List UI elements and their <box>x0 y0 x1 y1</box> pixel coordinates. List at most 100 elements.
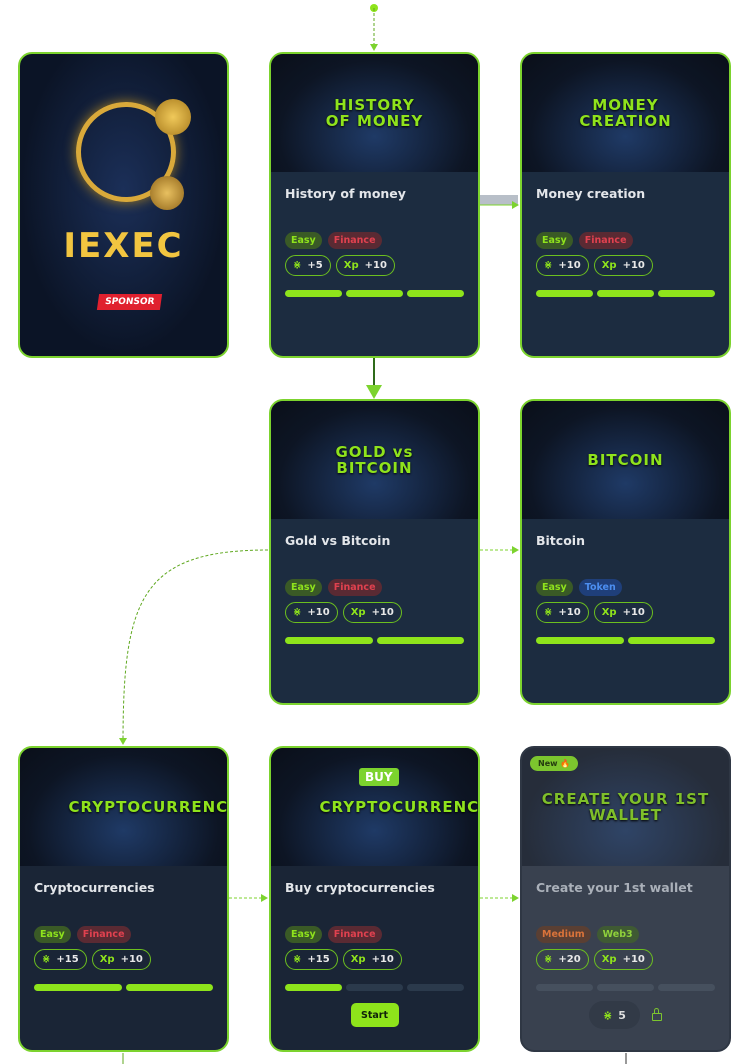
progress-segment <box>536 984 593 991</box>
tags: Medium Web3 <box>536 926 715 943</box>
card-hero-image: BITCOIN <box>522 401 729 519</box>
card-title: Money creation <box>536 186 646 201</box>
token-icon: ⋇ <box>293 607 302 618</box>
xp-label: Xp <box>350 607 366 618</box>
sponsor-badge: SPONSOR <box>96 294 163 310</box>
progress-bar <box>536 290 715 297</box>
progress-bar <box>285 637 464 644</box>
progress-segment <box>536 637 624 644</box>
token-icon: ⋇ <box>293 260 302 271</box>
course-card-cryptocurrencies[interactable]: CRYPTOCURRENCIES Cryptocurrencies EasyFi… <box>18 746 229 1052</box>
progress-segment <box>658 984 715 991</box>
unlock-cost[interactable]: ⋇5 <box>589 1001 640 1029</box>
progress-segment <box>658 290 715 297</box>
tags: Easy Finance <box>536 232 715 249</box>
card-hero-image: CRYPTOCURRENCIES <box>20 748 227 866</box>
hero-title: CREATE YOUR 1ST WALLET <box>541 790 710 824</box>
progress-segment <box>627 637 715 644</box>
progress-segment <box>34 984 122 991</box>
xp-reward: Xp+10 <box>593 949 653 970</box>
tag-finance: Finance <box>327 926 382 943</box>
course-card-buy-cryptocurrencies[interactable]: BUY CRYPTOCURRENCIES Buy cryptocurrencie… <box>269 746 480 1052</box>
tag-finance: Finance <box>327 232 382 249</box>
course-card-money-creation[interactable]: MONEY CREATION Money creation Easy Financ… <box>520 52 731 358</box>
xp-reward: Xp+10 <box>342 949 402 970</box>
lock-icon <box>651 1008 662 1021</box>
tag-token: Token <box>578 579 622 596</box>
tag-medium: Medium <box>536 926 591 943</box>
buy-badge: BUY <box>359 768 399 786</box>
coin-reward: ⋇+5 <box>285 255 331 276</box>
tag-finance: Finance <box>76 926 131 943</box>
tag-web3: Web3 <box>596 926 639 943</box>
xp-label: Xp <box>343 260 359 271</box>
coin-icon <box>155 99 191 135</box>
coin-icon <box>150 176 184 210</box>
tag-easy: Easy <box>285 232 322 249</box>
tag-easy: Easy <box>536 232 573 249</box>
tag-finance: Finance <box>327 579 382 596</box>
xp-label: Xp <box>99 954 115 965</box>
progress-bar <box>536 984 715 991</box>
card-title: Buy cryptocurrencies <box>285 880 435 895</box>
hero-title: BITCOIN <box>587 451 664 469</box>
tag-finance: Finance <box>578 232 633 249</box>
tags: Easy Finance <box>285 926 464 943</box>
xp-reward: Xp+10 <box>593 255 653 276</box>
card-title: Bitcoin <box>536 533 585 548</box>
progress-bar <box>34 984 213 991</box>
progress-segment <box>376 637 464 644</box>
sponsor-name: IEXEC <box>63 226 184 266</box>
card-hero-image: BUY CRYPTOCURRENCIES <box>271 748 478 866</box>
token-icon: ⋇ <box>293 954 302 965</box>
progress-segment <box>285 290 342 297</box>
card-hero-image: HISTORY OF MONEY <box>271 54 478 172</box>
card-title: History of money <box>285 186 406 201</box>
progress-segment <box>346 290 403 297</box>
progress-bar <box>285 984 464 991</box>
token-icon: ⋇ <box>42 954 51 965</box>
token-icon: ⋇ <box>544 954 553 965</box>
progress-segment <box>407 984 464 991</box>
xp-label: Xp <box>350 954 366 965</box>
hero-title: MONEY CREATION <box>579 96 672 130</box>
xp-label: Xp <box>601 954 617 965</box>
hero-title: CRYPTOCURRENCIES <box>68 798 229 816</box>
tags: Easy Finance <box>285 232 464 249</box>
progress-bar <box>285 290 464 297</box>
card-hero-image: MONEY CREATION <box>522 54 729 172</box>
progress-segment <box>125 984 213 991</box>
course-card-history-of-money[interactable]: HISTORY OF MONEY History of money Easy Fi… <box>269 52 480 358</box>
coin-reward: ⋇+15 <box>285 949 338 970</box>
course-card-create-your-1st-wallet[interactable]: New 🔥 CREATE YOUR 1ST WALLET Create your… <box>520 746 731 1052</box>
tags: Easy Finance <box>34 926 213 943</box>
progress-segment <box>597 984 654 991</box>
tag-easy: Easy <box>34 926 71 943</box>
token-icon: ⋇ <box>544 260 553 271</box>
card-title: Gold vs Bitcoin <box>285 533 391 548</box>
progress-segment <box>407 290 464 297</box>
hero-title: GOLD vs BITCOIN <box>335 443 414 477</box>
progress-segment <box>285 984 342 991</box>
xp-label: Xp <box>601 260 617 271</box>
xp-label: Xp <box>601 607 617 618</box>
coin-reward: ⋇+10 <box>285 602 338 623</box>
card-hero-image: New 🔥 CREATE YOUR 1ST WALLET <box>522 748 729 866</box>
sponsor-card[interactable]: IEXEC SPONSOR <box>18 52 229 358</box>
progress-bar <box>536 637 715 644</box>
token-icon: ⋇ <box>544 607 553 618</box>
progress-segment <box>346 984 403 991</box>
progress-segment <box>536 290 593 297</box>
card-hero-image: GOLD vs BITCOIN <box>271 401 478 519</box>
iexec-logo <box>76 102 176 202</box>
start-button[interactable]: Start <box>350 1003 399 1027</box>
token-icon: ⋇ <box>603 1008 613 1022</box>
hero-title: CRYPTOCURRENCIES <box>319 798 480 816</box>
new-badge: New 🔥 <box>530 756 579 771</box>
tag-easy: Easy <box>285 926 322 943</box>
coin-reward: ⋇+20 <box>536 949 589 970</box>
